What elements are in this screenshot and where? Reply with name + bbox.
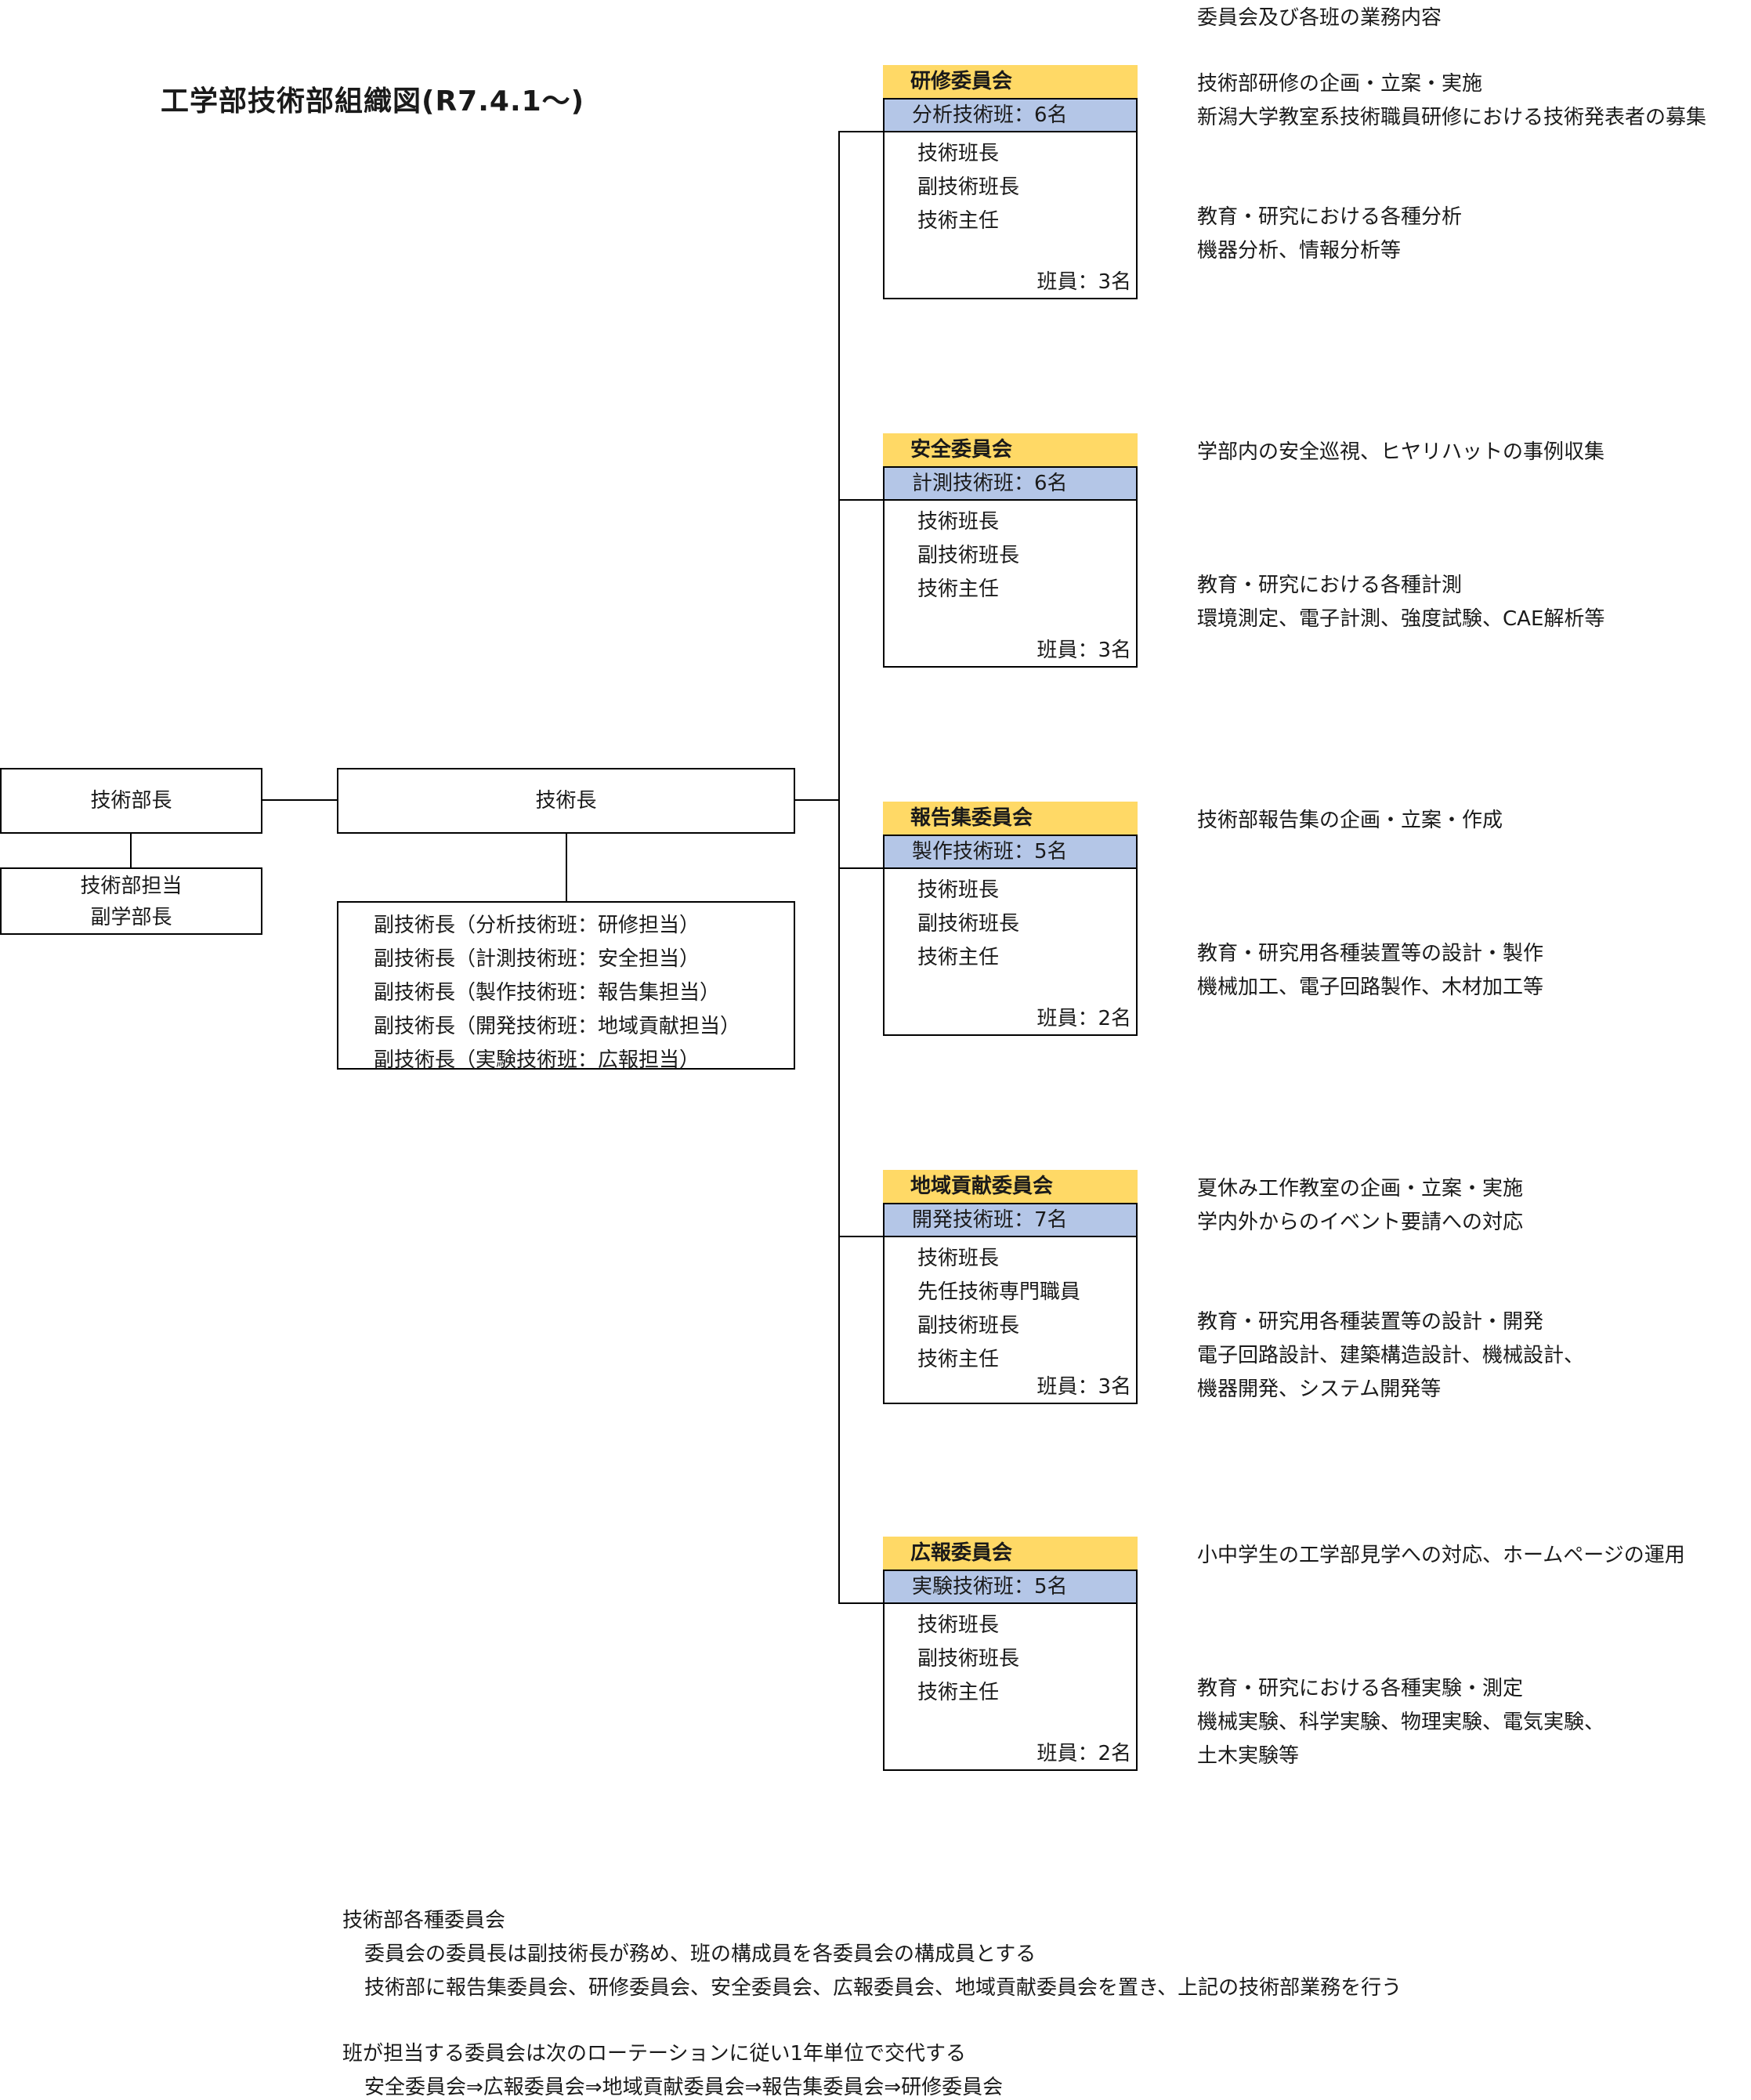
committee-header: 安全委員会 bbox=[883, 433, 1138, 466]
team-duty: 機器分析、情報分析等 bbox=[1197, 239, 1402, 262]
chief-box: 技術長 bbox=[337, 768, 795, 834]
team-box: 製作技術班：5名 技術班長 副技術班長 技術主任 班員：2名 bbox=[883, 835, 1138, 1036]
connector-branch-5 bbox=[838, 1602, 884, 1604]
notes-line: 委員会の委員長は副技術長が務め、班の構成員を各委員会の構成員とする bbox=[364, 1942, 1036, 1966]
assistant-dean-line2: 副学部長 bbox=[90, 906, 172, 929]
team-members: 班員：3名 bbox=[1036, 270, 1131, 294]
team-box: 実験技術班：5名 技術班長 副技術班長 技術主任 班員：2名 bbox=[883, 1570, 1138, 1771]
chief-label: 技術長 bbox=[535, 789, 597, 813]
connector-director-chief bbox=[261, 799, 337, 801]
team-role: 技術班長 bbox=[917, 142, 1000, 165]
assistant-dean-line1: 技術部担当 bbox=[80, 874, 183, 898]
deputy-item: 副技術長（製作技術班：報告集担当） bbox=[374, 981, 721, 1005]
team-duty: 教育・研究における各種分析 bbox=[1197, 205, 1463, 229]
director-label: 技術部長 bbox=[90, 789, 172, 813]
notes-rotation-sequence: 安全委員会⇒広報委員会⇒地域貢献委員会⇒報告集委員会⇒研修委員会 bbox=[364, 2076, 1004, 2099]
team-role: 技術班長 bbox=[917, 878, 1000, 902]
team-duty: 教育・研究における各種計測 bbox=[1197, 574, 1463, 597]
team-box: 開発技術班：7名 技術班長 先任技術専門職員 副技術班長 技術主任 班員：3名 bbox=[883, 1203, 1138, 1404]
director-box: 技術部長 bbox=[0, 768, 262, 834]
team-role: 副技術班長 bbox=[917, 176, 1020, 199]
notes-heading-rotation: 班が担当する委員会は次のローテーションに従い1年単位で交代する bbox=[342, 2042, 967, 2066]
team-name: 実験技術班：5名 bbox=[885, 1571, 1136, 1604]
team-role: 技術主任 bbox=[917, 1348, 1000, 1371]
team-role: 先任技術専門職員 bbox=[917, 1280, 1081, 1304]
team-duty: 教育・研究用各種装置等の設計・製作 bbox=[1197, 942, 1544, 965]
team-role: 技術主任 bbox=[917, 209, 1000, 233]
page-title: 工学部技術部組織図(R7.4.1〜) bbox=[161, 85, 585, 118]
team-role: 副技術班長 bbox=[917, 912, 1020, 936]
team-role: 副技術班長 bbox=[917, 1314, 1020, 1338]
team-role: 技術班長 bbox=[917, 510, 1000, 534]
connector-branch-4 bbox=[838, 1236, 884, 1237]
committee-duty: 小中学生の工学部見学への対応、ホームページの運用 bbox=[1197, 1544, 1685, 1567]
committee-duty: 技術部研修の企画・立案・実施 bbox=[1197, 72, 1483, 96]
connector-chief-deputies bbox=[566, 832, 567, 901]
committee-duty: 学内外からのイベント要請への対応 bbox=[1197, 1211, 1524, 1234]
team-duty: 土木実験等 bbox=[1197, 1744, 1300, 1768]
committee-duty: 新潟大学教室系技術職員研修における技術発表者の募集 bbox=[1197, 106, 1707, 129]
deputy-item: 副技術長（計測技術班：安全担当） bbox=[374, 947, 700, 971]
team-name: 開発技術班：7名 bbox=[885, 1204, 1136, 1237]
team-duty: 機器開発、システム開発等 bbox=[1197, 1378, 1442, 1401]
team-role: 副技術班長 bbox=[917, 1647, 1020, 1671]
committee-header: 報告集委員会 bbox=[883, 802, 1138, 835]
team-box: 分析技術班：6名 技術班長 副技術班長 技術主任 班員：3名 bbox=[883, 98, 1138, 299]
team-name: 計測技術班：6名 bbox=[885, 468, 1136, 501]
assistant-dean-box: 技術部担当 副学部長 bbox=[0, 867, 262, 935]
connector-director-assistant bbox=[130, 832, 132, 868]
duties-heading: 委員会及び各班の業務内容 bbox=[1197, 6, 1442, 30]
team-members: 班員：2名 bbox=[1036, 1007, 1131, 1030]
team-name: 分析技術班：6名 bbox=[885, 100, 1136, 132]
team-duty: 教育・研究における各種実験・測定 bbox=[1197, 1677, 1524, 1700]
committee-header: 研修委員会 bbox=[883, 65, 1138, 98]
deputy-item: 副技術長（開発技術班：地域貢献担当） bbox=[374, 1015, 741, 1038]
deputy-item: 副技術長（分析技術班：研修担当） bbox=[374, 914, 700, 937]
committee-header: 広報委員会 bbox=[883, 1537, 1138, 1570]
committee-duty: 学部内の安全巡視、ヒヤリハットの事例収集 bbox=[1197, 440, 1605, 464]
deputies-box: 副技術長（分析技術班：研修担当） 副技術長（計測技術班：安全担当） 副技術長（製… bbox=[337, 901, 795, 1072]
deputy-item: 副技術長（実験技術班：広報担当） bbox=[374, 1048, 700, 1072]
committee-duty: 夏休み工作教室の企画・立案・実施 bbox=[1197, 1177, 1524, 1200]
connector-chief-trunk bbox=[794, 799, 839, 801]
connector-branch-2 bbox=[838, 499, 884, 501]
team-duty: 機械加工、電子回路製作、木材加工等 bbox=[1197, 976, 1544, 999]
team-duty: 環境測定、電子計測、強度試験、CAE解析等 bbox=[1197, 607, 1605, 631]
team-duty: 教育・研究用各種装置等の設計・開発 bbox=[1197, 1310, 1544, 1334]
committee-header: 地域貢献委員会 bbox=[883, 1170, 1138, 1203]
team-role: 技術主任 bbox=[917, 1681, 1000, 1704]
connector-branch-3 bbox=[838, 867, 884, 869]
team-box: 計測技術班：6名 技術班長 副技術班長 技術主任 班員：3名 bbox=[883, 466, 1138, 668]
team-role: 技術主任 bbox=[917, 578, 1000, 601]
team-duty: 電子回路設計、建築構造設計、機械設計、 bbox=[1197, 1344, 1585, 1367]
team-duty: 機械実験、科学実験、物理実験、電気実験、 bbox=[1197, 1711, 1605, 1734]
team-role: 技術班長 bbox=[917, 1613, 1000, 1637]
team-role: 技術班長 bbox=[917, 1247, 1000, 1270]
committee-duty: 技術部報告集の企画・立案・作成 bbox=[1197, 809, 1503, 832]
team-name: 製作技術班：5名 bbox=[885, 836, 1136, 869]
team-role: 技術主任 bbox=[917, 946, 1000, 969]
team-members: 班員：2名 bbox=[1036, 1742, 1131, 1765]
team-members: 班員：3名 bbox=[1036, 639, 1131, 662]
notes-line: 技術部に報告集委員会、研修委員会、安全委員会、広報委員会、地域貢献委員会を置き、… bbox=[364, 1976, 1402, 2000]
team-members: 班員：3名 bbox=[1036, 1375, 1131, 1399]
connector-branch-1 bbox=[838, 131, 884, 132]
notes-heading-committees: 技術部各種委員会 bbox=[342, 1909, 506, 1932]
team-role: 副技術班長 bbox=[917, 544, 1020, 567]
